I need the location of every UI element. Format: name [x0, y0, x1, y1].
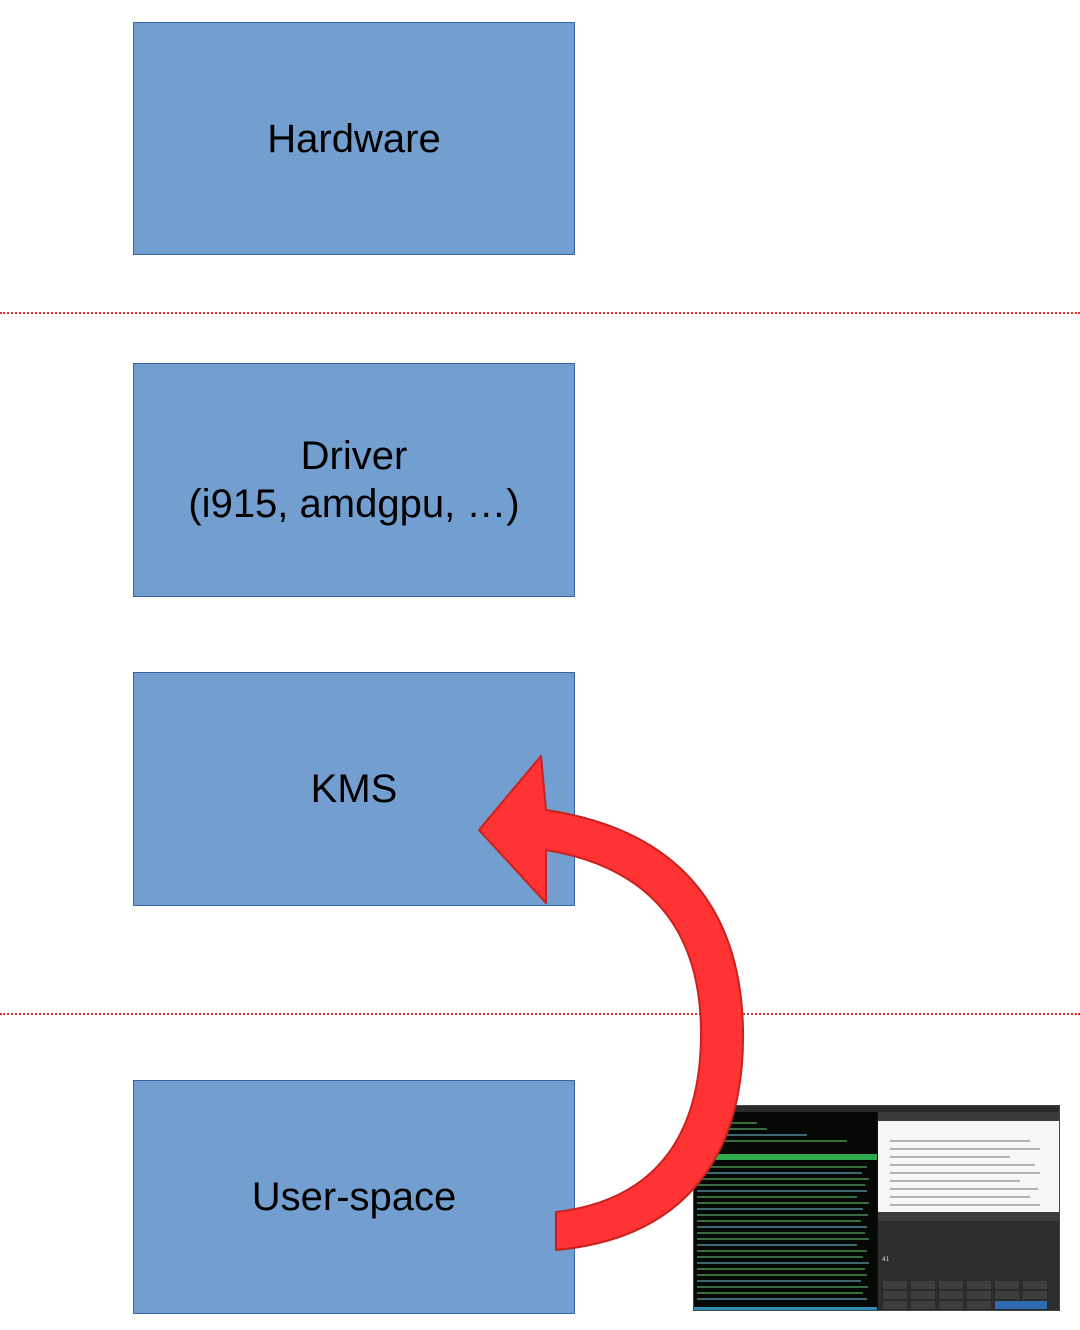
terminal-line — [697, 1166, 867, 1168]
calculator-key — [882, 1290, 908, 1300]
calculator-key — [938, 1290, 964, 1300]
calculator-key — [938, 1300, 964, 1310]
thumbnail-document — [878, 1112, 1059, 1212]
terminal-line — [697, 1172, 862, 1174]
terminal-line — [697, 1190, 867, 1192]
calculator-key — [910, 1290, 936, 1300]
terminal-line — [697, 1232, 865, 1234]
document-line — [890, 1204, 1040, 1206]
calculator-key — [910, 1280, 936, 1290]
document-line — [890, 1196, 1030, 1198]
terminal-footer-bar — [694, 1307, 877, 1310]
terminal-line — [697, 1256, 863, 1258]
terminal-line — [697, 1292, 863, 1294]
calculator-key — [966, 1300, 992, 1310]
document-line — [890, 1172, 1040, 1174]
terminal-line — [697, 1274, 867, 1276]
calculator-titlebar — [878, 1212, 1059, 1221]
terminal-line — [697, 1122, 757, 1124]
desktop-screenshot-thumbnail: 41 — [693, 1105, 1060, 1311]
terminal-line — [697, 1196, 857, 1198]
calculator-key — [1022, 1290, 1048, 1300]
driver-sublabel: (i915, amdgpu, …) — [188, 482, 520, 526]
terminal-line — [697, 1280, 861, 1282]
document-titlebar — [878, 1112, 1059, 1121]
calculator-key — [994, 1280, 1020, 1290]
document-line — [890, 1148, 1040, 1150]
terminal-line — [697, 1298, 867, 1300]
separator-line-top — [0, 312, 1080, 314]
terminal-line — [697, 1184, 865, 1186]
driver-label: Driver — [300, 434, 408, 478]
terminal-line — [697, 1140, 847, 1142]
terminal-line — [697, 1268, 865, 1270]
separator-line-bottom — [0, 1013, 1080, 1015]
terminal-header-bar — [694, 1154, 877, 1160]
kms-label: KMS — [310, 767, 398, 811]
calculator-key — [882, 1280, 908, 1290]
calculator-key — [966, 1290, 992, 1300]
terminal-line — [697, 1214, 868, 1216]
calculator-key — [994, 1290, 1020, 1300]
userspace-label: User-space — [251, 1175, 457, 1219]
terminal-line — [697, 1178, 869, 1180]
calculator-key — [1022, 1280, 1048, 1290]
terminal-line — [697, 1134, 807, 1136]
terminal-line — [697, 1208, 863, 1210]
kms-box: KMS — [133, 672, 575, 906]
thumbnail-terminal — [694, 1112, 877, 1310]
document-line — [890, 1156, 1010, 1158]
thumbnail-topbar — [694, 1106, 1059, 1112]
calculator-key — [966, 1280, 992, 1290]
terminal-line — [697, 1128, 767, 1130]
document-line — [890, 1164, 1035, 1166]
terminal-line — [697, 1244, 857, 1246]
calculator-display: 41 — [882, 1256, 890, 1263]
document-line — [890, 1180, 1020, 1182]
hardware-box: Hardware — [133, 22, 575, 255]
calculator-key — [938, 1280, 964, 1290]
calculator-equals-key — [994, 1300, 1048, 1310]
document-line — [890, 1140, 1030, 1142]
terminal-line — [697, 1238, 869, 1240]
driver-box: Driver (i915, amdgpu, …) — [133, 363, 575, 597]
terminal-line — [697, 1226, 867, 1228]
calculator-key — [910, 1300, 936, 1310]
userspace-box: User-space — [133, 1080, 575, 1314]
terminal-line — [697, 1262, 869, 1264]
hardware-label: Hardware — [267, 116, 441, 161]
terminal-line — [697, 1250, 867, 1252]
calculator-key — [882, 1300, 908, 1310]
terminal-line — [697, 1220, 861, 1222]
document-line — [890, 1188, 1038, 1190]
terminal-line — [697, 1202, 869, 1204]
thumbnail-calculator: 41 — [878, 1212, 1059, 1310]
terminal-line — [697, 1286, 868, 1288]
